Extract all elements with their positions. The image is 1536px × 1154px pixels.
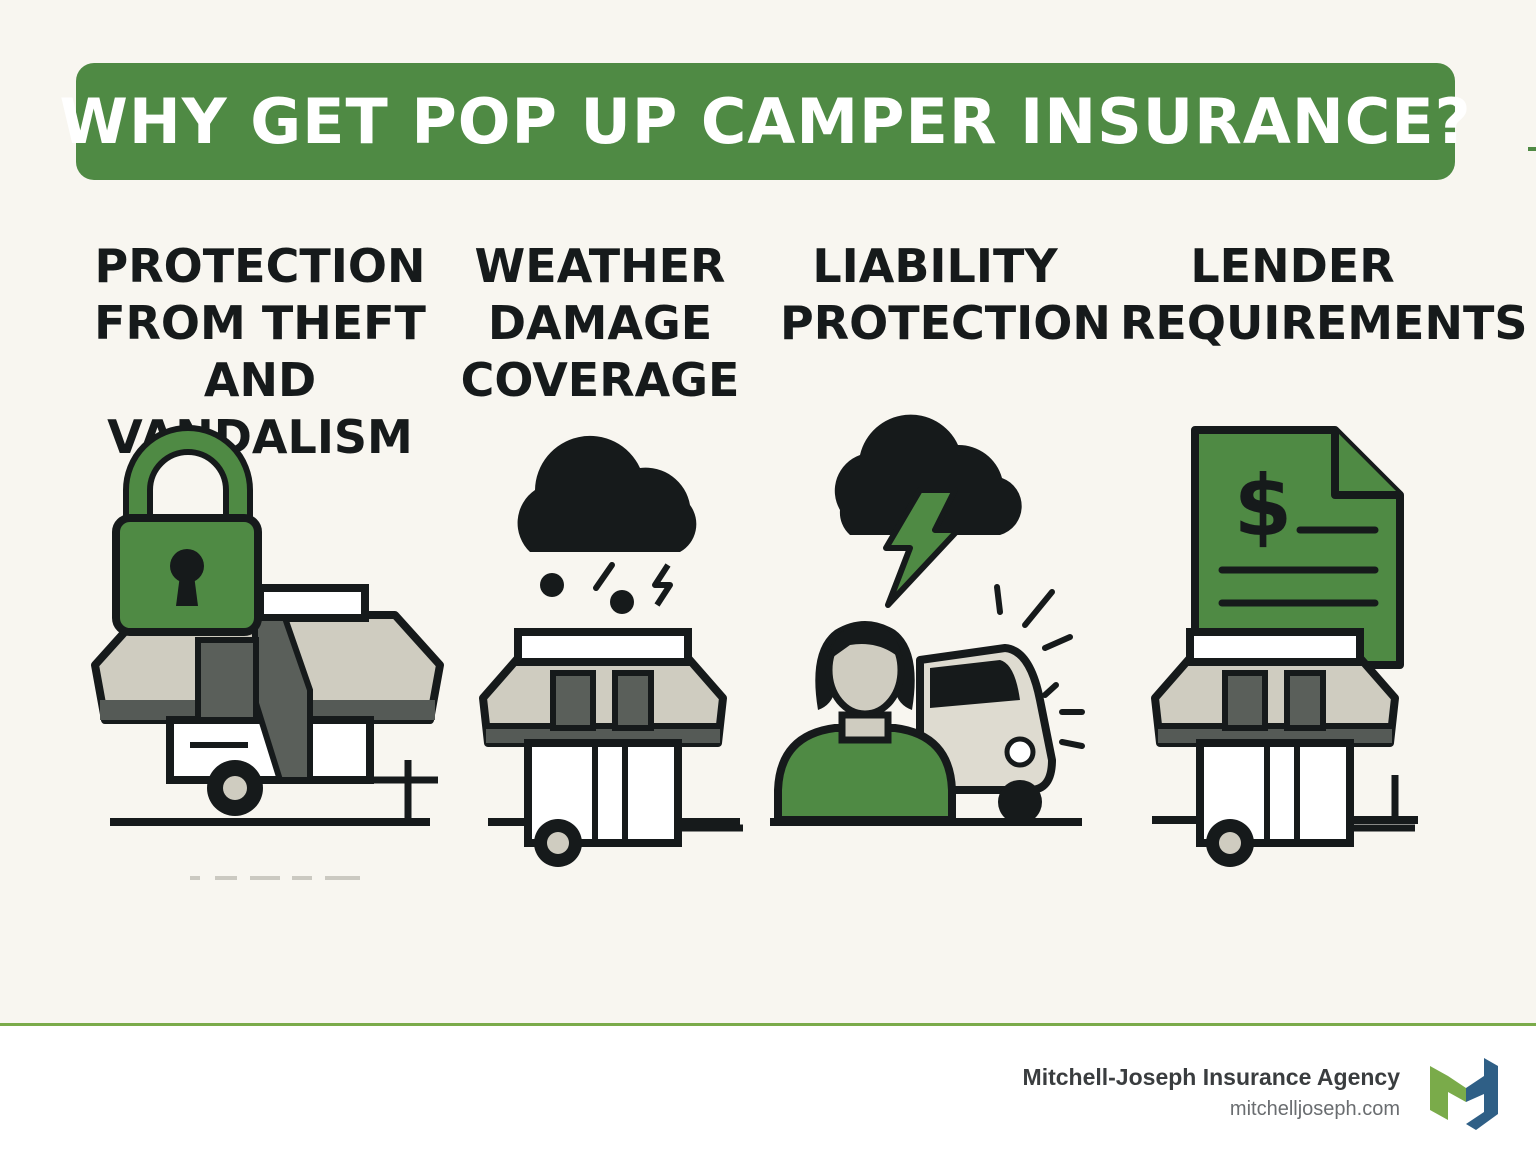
faded-text-fragment — [190, 876, 360, 880]
page-title: WHY GET POP UP CAMPER INSURANCE? — [59, 85, 1472, 158]
mj-logo-icon — [1430, 1058, 1498, 1130]
benefit-title-theft: PROTECTION FROM THEFT AND VANDALISM — [94, 239, 426, 464]
svg-text:$: $ — [1234, 457, 1292, 555]
benefit-title-weather: WEATHER DAMAGE COVERAGE — [460, 239, 740, 407]
person-vehicle-accident-icon — [770, 414, 1085, 826]
benefit-title-lender: LENDER REQUIREMENTS — [1120, 239, 1528, 350]
agency-name: Mitchell-Joseph Insurance Agency — [1022, 1064, 1400, 1090]
storm-cloud-camper-icon — [483, 435, 743, 867]
title-banner: WHY GET POP UP CAMPER INSURANCE? — [59, 63, 1471, 180]
edge-mark — [1528, 147, 1536, 151]
footer — [0, 1026, 1536, 1154]
agency-url: mitchelljoseph.com — [1229, 1098, 1400, 1120]
loan-document-camper-icon: $ — [1152, 426, 1418, 867]
benefit-title-liability: LIABILITY PROTECTION — [780, 239, 1111, 350]
footer-divider — [0, 1023, 1536, 1026]
padlock-camper-icon — [91, 425, 444, 826]
